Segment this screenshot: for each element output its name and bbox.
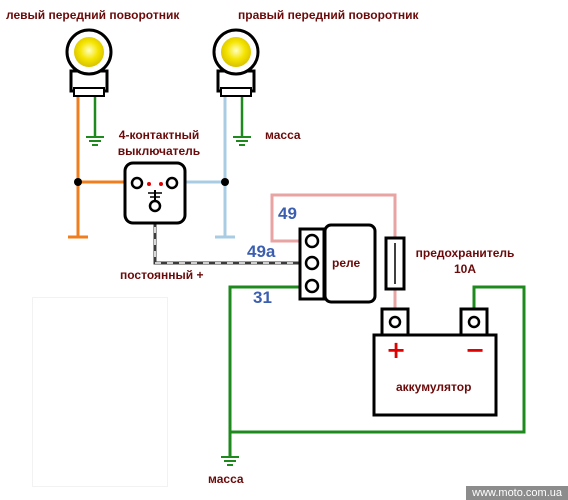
battery — [372, 307, 498, 417]
four-contact-switch — [123, 161, 187, 225]
label-switch: 4-контактный выключатель — [112, 128, 206, 158]
label-relay: реле — [332, 256, 361, 270]
battery-plus-sign: + — [386, 336, 407, 364]
label-fuse-line1: предохранитель — [415, 246, 515, 260]
pin-49: 49 — [278, 204, 297, 223]
label-right-turn-signal: правый передний поворотник — [238, 8, 419, 22]
label-switch-line2: выключатель — [117, 144, 201, 158]
relay — [298, 223, 377, 304]
battery-minus-sign: − — [465, 336, 486, 364]
label-left-turn-signal: левый передний поворотник — [6, 8, 180, 22]
watermark: www.moto.com.ua — [466, 486, 568, 500]
junction-right — [221, 178, 229, 186]
green-ground-wire — [228, 285, 526, 456]
fuse — [384, 236, 406, 291]
label-battery: аккумулятор — [396, 380, 472, 394]
ground-symbol-left — [86, 136, 104, 146]
right-turn-lamp — [212, 28, 260, 97]
dashed-wire — [153, 215, 300, 265]
ground-symbol-right — [233, 136, 251, 146]
label-fuse: предохранитель 10А — [408, 246, 522, 276]
lamp-ground-wires — [93, 95, 244, 136]
label-constant-plus: постоянный + — [120, 268, 204, 282]
left-turn-lamp — [65, 28, 113, 97]
label-fuse-line2: 10А — [453, 262, 476, 276]
light-blue-wire — [178, 95, 235, 239]
label-ground-bottom: масса — [208, 472, 244, 486]
label-switch-line1: 4-контактный — [118, 128, 200, 142]
ground-symbol-bottom — [221, 456, 239, 466]
junction-left — [74, 178, 82, 186]
orange-wire — [68, 95, 130, 239]
pin-31: 31 — [253, 288, 272, 307]
label-ground-right: масса — [265, 128, 301, 142]
blank-panel — [32, 297, 168, 487]
pin-49a: 49а — [247, 242, 276, 261]
